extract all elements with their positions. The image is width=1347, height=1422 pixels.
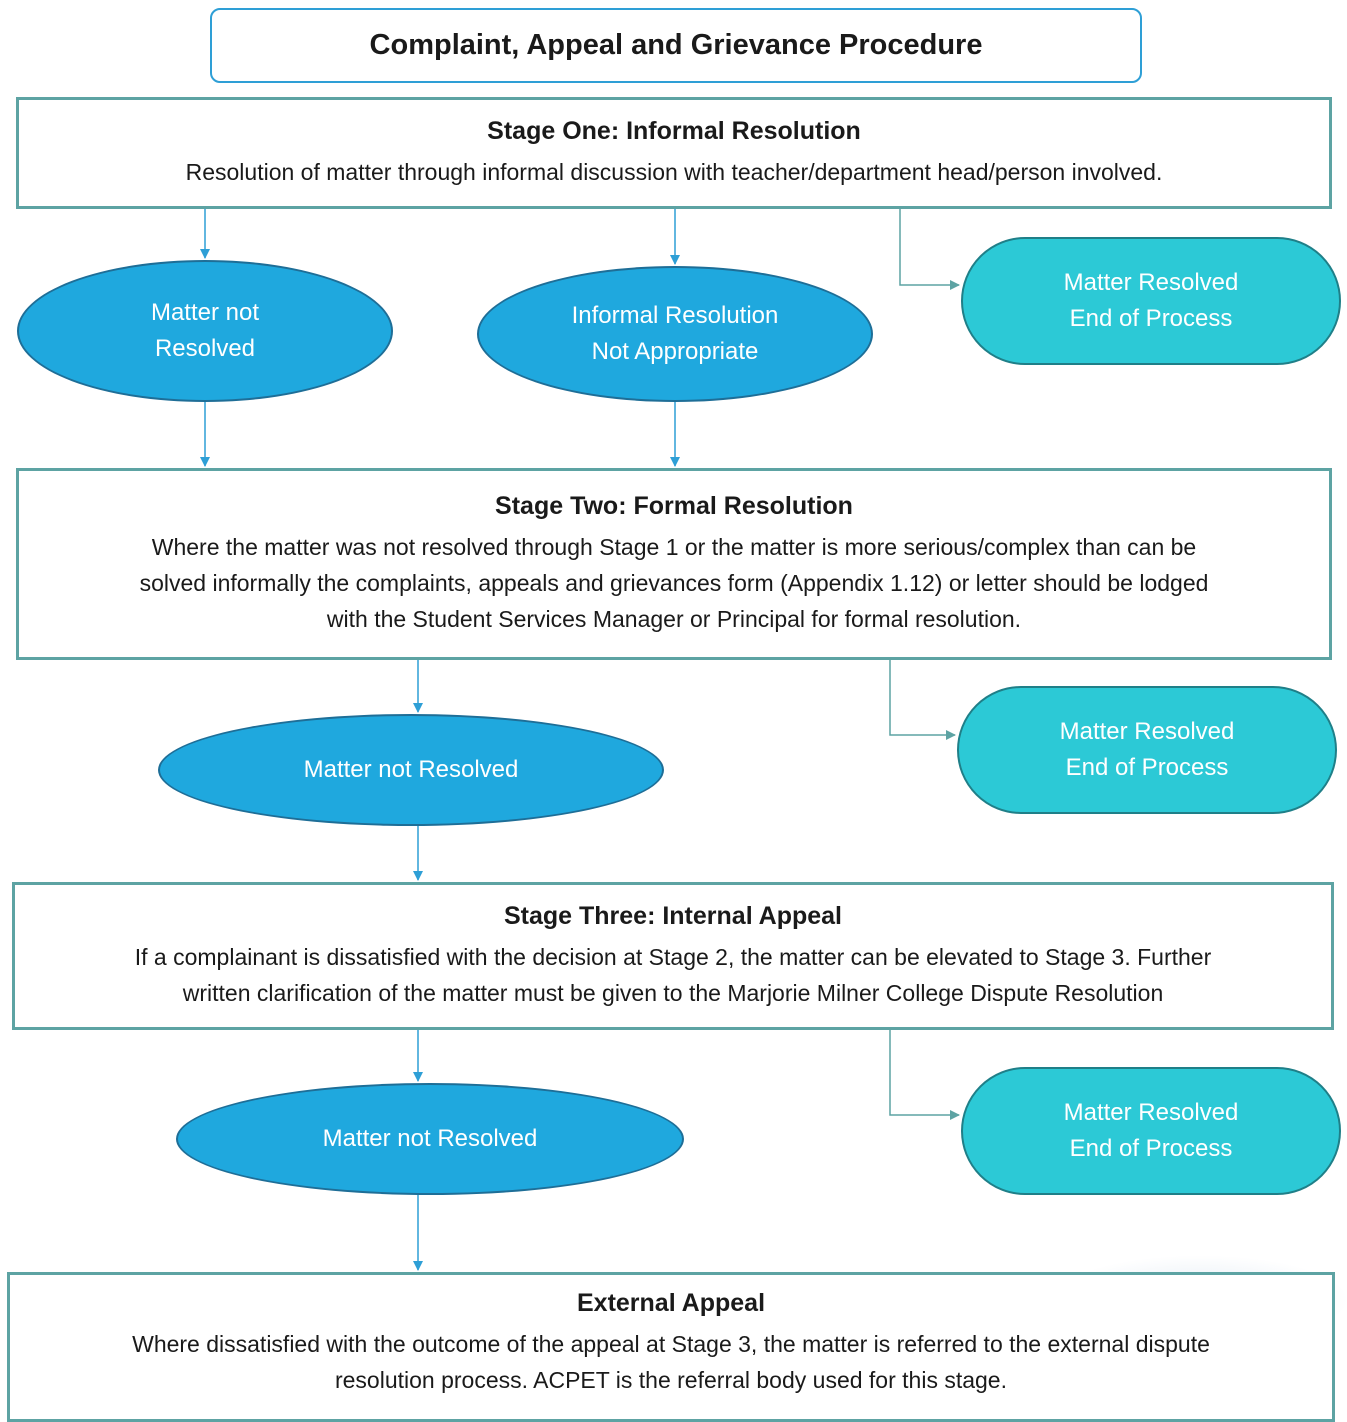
description-line: Where the matter was not resolved throug…: [151, 533, 1197, 560]
description-line: solved informally the complaints, appeal…: [139, 569, 1209, 596]
stage-three-box: Stage Three: Internal Appeal If a compla…: [12, 882, 1334, 1030]
oval-line: Informal Resolution: [571, 302, 779, 329]
stage-one-description: Resolution of matter through informal di…: [185, 158, 1163, 185]
stage-two-resolved-terminal: Matter Resolved End of Process: [957, 686, 1337, 814]
page-title: Complaint, Appeal and Grievance Procedur…: [210, 8, 1142, 83]
terminal-line: End of Process: [1069, 305, 1233, 332]
stage-two-title: Stage Two: Formal Resolution: [495, 491, 853, 520]
oval-line: Not Appropriate: [591, 338, 759, 365]
stage-three-resolved-terminal: Matter Resolved End of Process: [961, 1067, 1341, 1195]
terminal-line: Matter Resolved: [1059, 718, 1235, 745]
external-appeal-title: External Appeal: [576, 1289, 766, 1317]
external-appeal-description: Where dissatisfied with the outcome of t…: [112, 1326, 1230, 1398]
stage-three-description: If a complainant is dissatisfied with th…: [115, 939, 1232, 1011]
stage-two-not-resolved-oval: Matter not Resolved: [158, 714, 664, 826]
stage-two-box: Stage Two: Formal Resolution Where the m…: [16, 468, 1332, 660]
arrow-stage2-to-resolved: [889, 660, 956, 740]
stage-one-box: Stage One: Informal Resolution Resolutio…: [16, 97, 1332, 209]
terminal-line: Matter Resolved: [1063, 1099, 1239, 1126]
stage-one-title: Stage One: Informal Resolution: [487, 116, 861, 145]
stage-one-resolved-terminal: Matter Resolved End of Process: [961, 237, 1341, 365]
oval-line: Matter not Resolved: [303, 756, 519, 783]
description-line: If a complainant is dissatisfied with th…: [134, 943, 1212, 970]
oval-line: Matter not Resolved: [322, 1125, 538, 1152]
description-line: resolution process. ACPET is the referra…: [334, 1367, 1007, 1393]
stage-three-title: Stage Three: Internal Appeal: [503, 901, 843, 930]
description-line: written clarification of the matter must…: [182, 979, 1164, 1006]
informal-not-appropriate-oval: Informal Resolution Not Appropriate: [477, 266, 873, 402]
oval-line: Matter not: [150, 299, 260, 326]
terminal-line: End of Process: [1065, 754, 1229, 781]
stage-two-description: Where the matter was not resolved throug…: [120, 529, 1229, 637]
external-appeal-box: External Appeal Where dissatisfied with …: [7, 1272, 1335, 1422]
arrow-stage1-to-resolved: [899, 209, 960, 290]
arrow-stage3-to-resolved: [889, 1030, 960, 1120]
stage-one-not-resolved-oval: Matter not Resolved: [17, 260, 393, 402]
description-line: Where dissatisfied with the outcome of t…: [132, 1331, 1210, 1357]
stage-three-not-resolved-oval: Matter not Resolved: [176, 1083, 684, 1195]
description-line: with the Student Services Manager or Pri…: [326, 605, 1022, 632]
terminal-line: Matter Resolved: [1063, 269, 1239, 296]
terminal-line: End of Process: [1069, 1135, 1233, 1162]
oval-line: Resolved: [154, 335, 256, 362]
